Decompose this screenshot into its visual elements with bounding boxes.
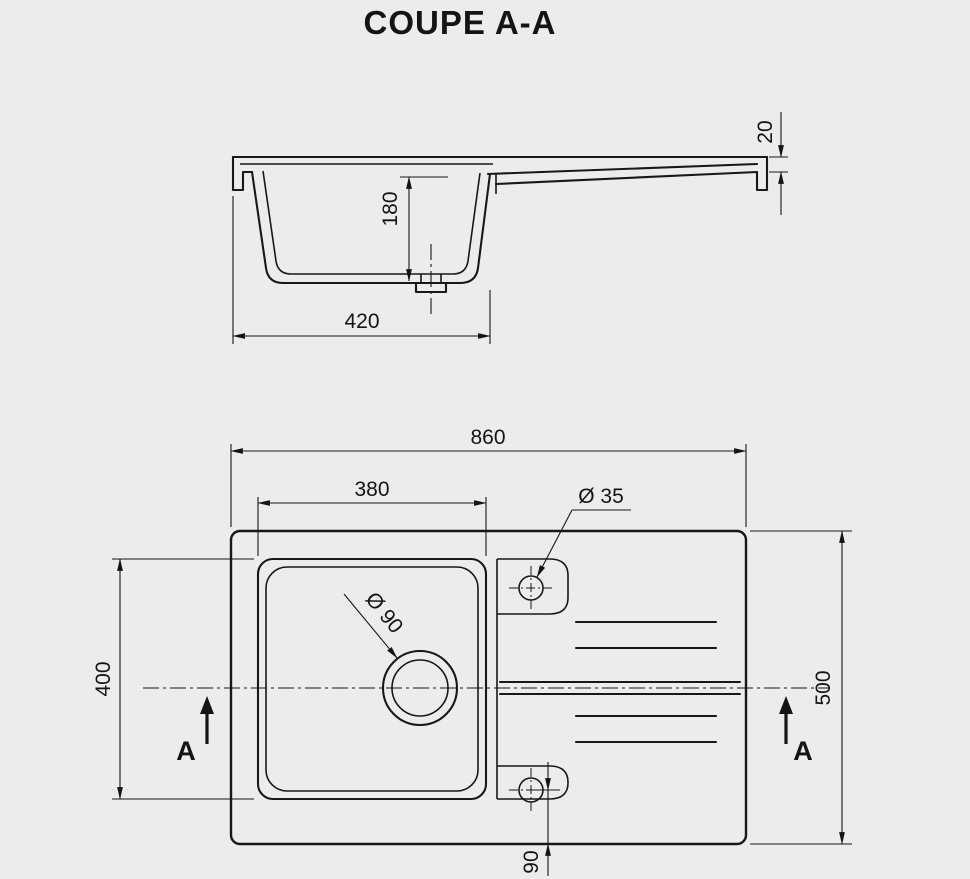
plan-bottom-taphole-notch: [497, 765, 569, 800]
dim-860-extension-lines: [230, 444, 747, 527]
dim-rim-thickness: 20: [754, 112, 788, 215]
sink-section-profile: [231, 155, 769, 318]
section-right-clip: [755, 155, 769, 192]
drawing-title: COUPE A-A: [364, 4, 557, 41]
dim-180-label: 180: [379, 191, 402, 226]
section-arrow-right-head: [779, 696, 793, 714]
dim-380-extension-lines: [257, 497, 487, 556]
dim-420-label: 420: [344, 310, 379, 333]
dim-overall-width: 860: [230, 426, 747, 527]
dim-taphole-offset: 90: [520, 762, 560, 876]
dim-500-extension-lines: [750, 530, 852, 845]
section-view: 20 180 420: [231, 112, 788, 344]
dim-bowl-outer-width: 420: [232, 196, 491, 344]
dim-400-extension-lines: [112, 558, 254, 800]
section-bowl-inner-wall: [262, 170, 481, 275]
section-drainboard-underside: [494, 170, 759, 186]
drain-leader-line: [343, 593, 398, 659]
dim-bowl-width: 380: [257, 478, 487, 556]
dim-400-label: 400: [92, 661, 115, 696]
section-marker-right: A: [779, 696, 813, 766]
section-label-right: A: [793, 736, 813, 766]
section-label-left: A: [176, 736, 196, 766]
section-drainboard-surface: [486, 162, 759, 176]
plan-taphole-top: [509, 566, 553, 611]
taphole-leader-line: [536, 509, 573, 578]
dim-bowl-length: 400: [92, 558, 254, 800]
drain-circle-outer: [381, 649, 459, 727]
dim-overall-depth: 500: [750, 530, 852, 845]
section-drain-opening: [420, 274, 442, 283]
section-marker-left: A: [176, 696, 214, 766]
plan-top-taphole-notch: [497, 558, 569, 615]
dim-380-label: 380: [354, 478, 389, 501]
dim-bowl-depth: 180: [379, 176, 448, 282]
dim-860-label: 860: [470, 426, 505, 449]
section-left-clip: [231, 155, 254, 192]
plan-bowl-inner: [265, 566, 479, 792]
section-bowl-outer-wall: [250, 170, 492, 285]
callout-taphole-diameter: Ø 35: [536, 485, 631, 578]
taphole-diameter-label: Ø 35: [578, 485, 624, 508]
plan-bowl-outer: [256, 557, 488, 801]
plan-view: A A 860 380 Ø 35 Ø 90: [92, 426, 852, 876]
section-arrow-left-head: [200, 696, 214, 714]
dim-20-label: 20: [754, 120, 777, 143]
plan-drainboard-grooves: [498, 620, 742, 744]
dim-500-label: 500: [812, 670, 835, 705]
dim-90-label: 90: [520, 850, 543, 873]
